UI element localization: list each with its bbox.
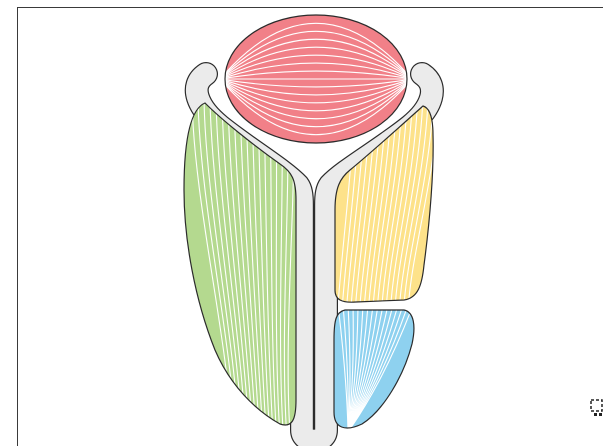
red-region xyxy=(220,15,412,143)
blue-region xyxy=(334,305,414,432)
resize-handle-icon[interactable] xyxy=(591,400,602,416)
green-region xyxy=(184,100,296,430)
